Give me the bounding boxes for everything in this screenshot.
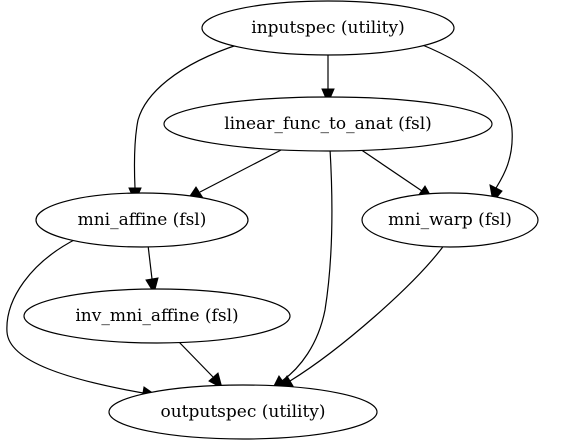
node-label-outputspec: outputspec (utility) xyxy=(160,402,325,422)
node-label-inv-mni-affine: inv_mni_affine (fsl) xyxy=(75,306,238,326)
edge-mni-affine-to-inv-mni-affine xyxy=(145,244,159,295)
nodes-layer: inputspec (utility) linear_func_to_anat … xyxy=(23,0,539,440)
node-inputspec[interactable]: inputspec (utility) xyxy=(201,0,455,56)
edge-inputspec-to-linear-func-to-anat xyxy=(321,55,335,105)
node-inv-mni-affine[interactable]: inv_mni_affine (fsl) xyxy=(23,288,291,344)
edge-linear-func-to-anat-to-mni-affine xyxy=(187,148,284,200)
node-label-mni-affine: mni_affine (fsl) xyxy=(78,210,207,230)
edge-inv-mni-affine-to-outputspec xyxy=(177,340,223,389)
edge-mni-warp-to-outputspec xyxy=(276,243,446,390)
node-mni-affine[interactable]: mni_affine (fsl) xyxy=(35,192,249,248)
node-mni-warp[interactable]: mni_warp (fsl) xyxy=(361,192,539,248)
node-label-inputspec: inputspec (utility) xyxy=(251,18,404,38)
node-outputspec[interactable]: outputspec (utility) xyxy=(108,384,378,440)
edge-linear-func-to-anat-to-outputspec xyxy=(271,148,333,391)
node-label-mni-warp: mni_warp (fsl) xyxy=(388,210,512,230)
edge-linear-func-to-anat-to-mni-warp xyxy=(359,148,435,201)
node-linear-func-to-anat[interactable]: linear_func_to_anat (fsl) xyxy=(163,96,493,152)
node-label-linear-func-to-anat: linear_func_to_anat (fsl) xyxy=(224,114,432,134)
